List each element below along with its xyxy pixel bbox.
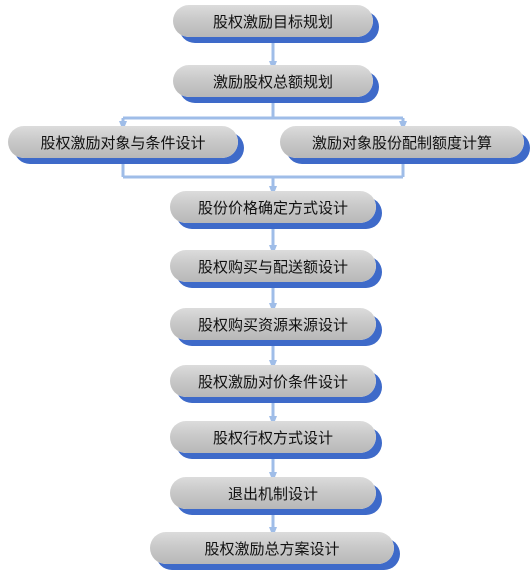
step-label: 股权激励对象与条件设计 (40, 133, 206, 152)
step-label: 股权激励对价条件设计 (197, 372, 348, 391)
step-node-funding-source-design: 股权购买资源来源设计 (170, 308, 376, 340)
step-node-consideration-conditions-design: 股权激励对价条件设计 (170, 365, 376, 397)
step-node-share-pricing-design: 股份价格确定方式设计 (170, 191, 376, 223)
step-label: 股权行权方式设计 (212, 428, 333, 447)
step-node-overall-plan-design: 股权激励总方案设计 (150, 532, 394, 564)
step-label: 退出机制设计 (227, 484, 318, 503)
step-node-share-allocation-calc: 激励对象股份配制额度计算 (280, 126, 524, 158)
step-label: 股权激励目标规划 (212, 12, 333, 31)
step-label: 股权购买资源来源设计 (197, 315, 348, 334)
step-label: 股权购买与配送额设计 (197, 257, 348, 276)
step-label: 激励股权总额规划 (212, 72, 333, 91)
step-node-total-equity-planning: 激励股权总额规划 (173, 65, 373, 97)
step-node-exit-mechanism-design: 退出机制设计 (170, 477, 376, 509)
step-node-incentive-goal-planning: 股权激励目标规划 (173, 5, 373, 37)
step-label: 激励对象股份配制额度计算 (311, 133, 492, 152)
step-node-purchase-distribution-design: 股权购买与配送额设计 (170, 250, 376, 282)
step-label: 股份价格确定方式设计 (197, 198, 348, 217)
step-node-recipient-conditions-design: 股权激励对象与条件设计 (8, 126, 238, 158)
step-label: 股权激励总方案设计 (204, 539, 340, 558)
step-node-exercise-method-design: 股权行权方式设计 (170, 421, 376, 453)
